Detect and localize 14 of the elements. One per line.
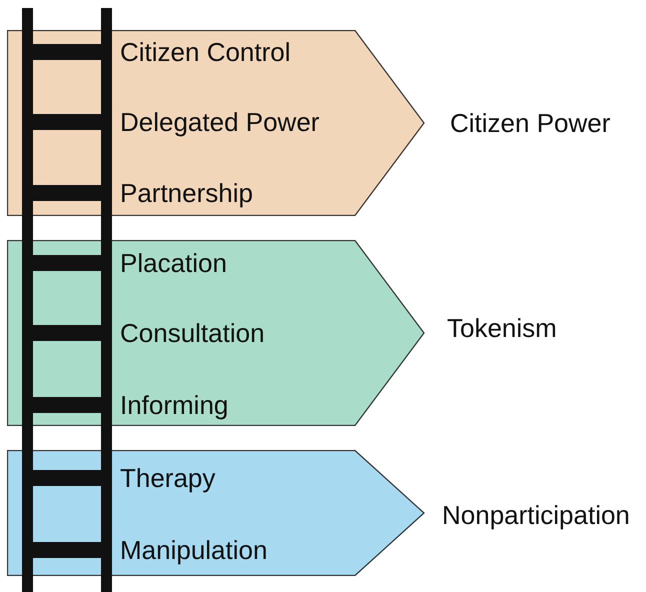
rung-label: Citizen Control bbox=[120, 36, 291, 68]
rung-label: Informing bbox=[120, 389, 228, 421]
rung-label: Partnership bbox=[120, 177, 253, 209]
group-label: Tokenism bbox=[447, 312, 557, 344]
group-label: Nonparticipation bbox=[442, 499, 630, 531]
rung-label: Delegated Power bbox=[120, 106, 320, 138]
arrow-band bbox=[7, 30, 425, 216]
rung-label: Consultation bbox=[120, 317, 265, 349]
group-label: Citizen Power bbox=[450, 107, 610, 139]
arrow-band bbox=[7, 240, 425, 426]
rung-label: Manipulation bbox=[120, 534, 268, 566]
rung-label: Placation bbox=[120, 247, 227, 279]
arrow-band bbox=[7, 450, 425, 576]
rung-label: Therapy bbox=[120, 462, 216, 494]
